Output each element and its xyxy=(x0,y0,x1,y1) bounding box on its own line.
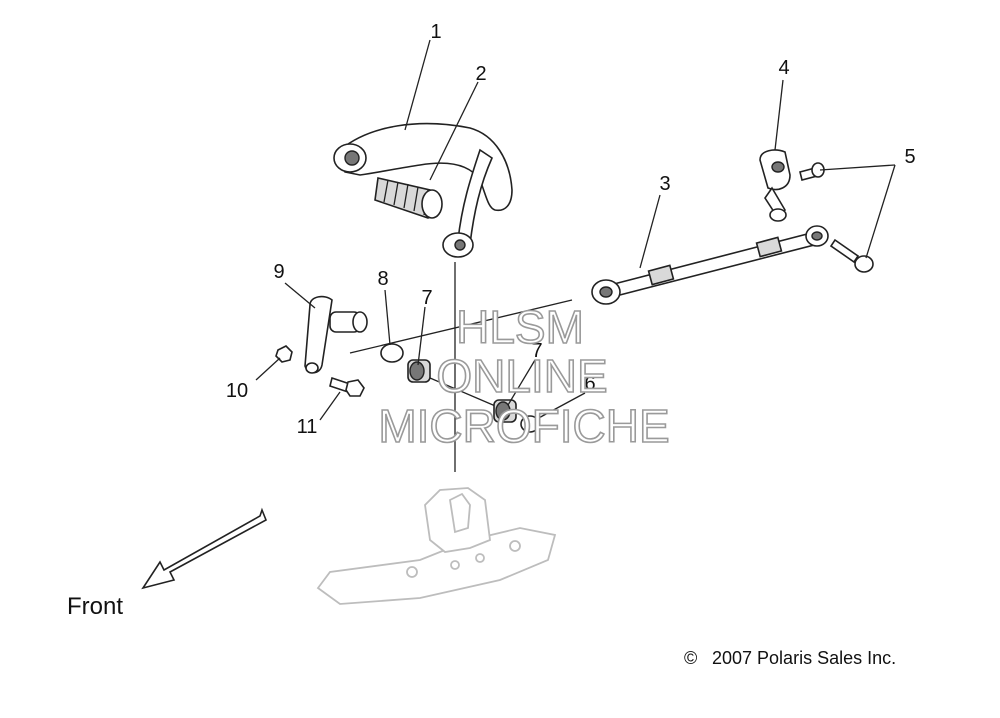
watermark-line-3: MICROFICHE xyxy=(378,400,669,452)
callout-5: 5 xyxy=(904,146,915,168)
pivot-bolt xyxy=(329,376,365,397)
bolt-upper xyxy=(799,162,825,181)
callout-2: 2 xyxy=(475,63,486,85)
footrest-mount-ghost xyxy=(316,487,557,605)
shift-peg-rubber xyxy=(374,177,443,219)
callout-1: 1 xyxy=(430,21,441,43)
alignment-line-bushing xyxy=(429,377,501,409)
leader-lines xyxy=(255,39,896,421)
front-label: Front xyxy=(67,593,123,620)
watermark-line-1: HLSM xyxy=(456,301,584,353)
bolt-lower xyxy=(829,238,874,273)
o-ring xyxy=(380,343,404,363)
bushing-lower xyxy=(493,399,517,423)
shift-arm xyxy=(759,149,791,222)
watermark-line-2: ONLINE xyxy=(436,350,607,402)
copyright-symbol: © xyxy=(684,648,697,668)
callout-11: 11 xyxy=(297,416,318,438)
callout-3: 3 xyxy=(659,173,670,195)
shift-lever xyxy=(333,122,513,258)
callout-9: 9 xyxy=(273,261,284,283)
callout-6: 6 xyxy=(584,373,595,395)
callout-8: 8 xyxy=(377,268,388,290)
callout-4: 4 xyxy=(778,57,789,79)
callout-10: 10 xyxy=(226,380,248,402)
pivot-arm xyxy=(304,295,368,374)
linkage-rod xyxy=(591,225,829,305)
front-arrow-icon xyxy=(141,507,268,590)
callout-7b: 7 xyxy=(531,340,542,362)
bushing-upper xyxy=(407,359,431,383)
retaining-ring xyxy=(520,415,540,433)
copyright-text: 2007 Polaris Sales Inc. xyxy=(712,648,896,668)
callout-7a: 7 xyxy=(421,287,432,309)
